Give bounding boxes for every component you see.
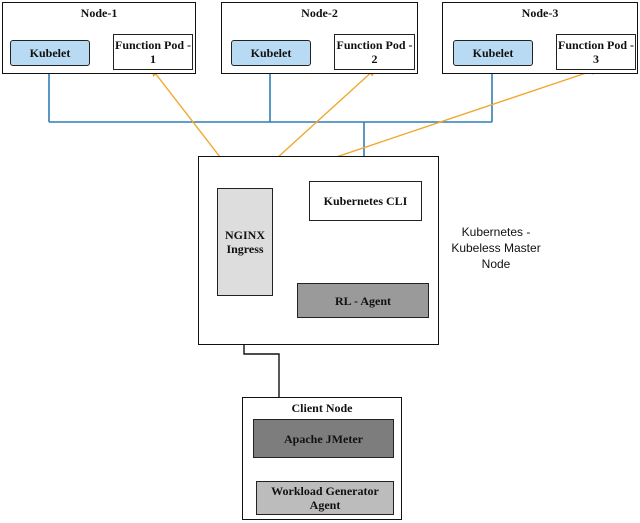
function-pod: Function Pod - 3 — [556, 34, 636, 70]
node-title: Node-3 — [521, 6, 559, 20]
master-node-label: Kubernetes - Kubeless Master Node — [451, 225, 541, 271]
node-title: Node-1 — [80, 6, 118, 20]
rl-agent: RL - Agent — [297, 283, 429, 318]
node-1: Node-1 Kubelet Function Pod - 1 — [2, 2, 196, 74]
nginx-ingress: NGINX Ingress — [217, 188, 273, 296]
client-node: Client Node Apache JMeter Workload Gener… — [242, 397, 402, 520]
workload-generator-agent: Workload Generator Agent — [256, 481, 394, 515]
apache-jmeter: Apache JMeter — [253, 419, 394, 458]
kubelet: Kubelet — [231, 40, 311, 66]
function-pod: Function Pod - 1 — [113, 34, 193, 70]
blue-control-lines — [45, 66, 496, 182]
kubelet: Kubelet — [453, 40, 533, 66]
client-node-title: Client Node — [291, 401, 353, 415]
kubernetes-cli: Kubernetes CLI — [309, 181, 422, 221]
node-title: Node-2 — [301, 6, 338, 20]
nginx-ingress-label: NGINX Ingress — [224, 228, 265, 256]
kubelet: Kubelet — [10, 40, 90, 66]
function-pod: Function Pod - 2 — [334, 34, 415, 70]
node-2: Node-2 Kubelet Function Pod - 2 — [221, 2, 418, 74]
master-node: NGINX Ingress Kubernetes CLI RL - Agent — [198, 156, 439, 345]
node-3: Node-3 Kubelet Function Pod - 3 — [442, 2, 638, 74]
